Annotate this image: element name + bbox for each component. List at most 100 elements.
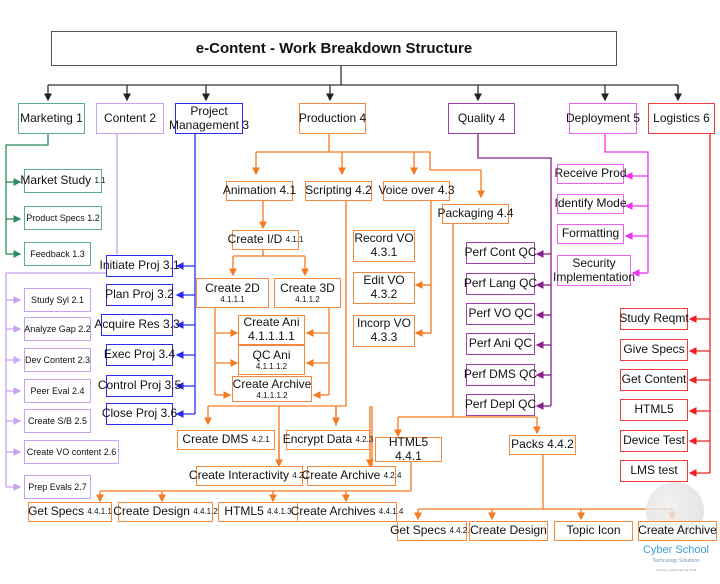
label: Perf Lang QC <box>463 276 538 291</box>
node-analyze-gap[interactable]: Analyze Gap 2.2 <box>24 317 91 341</box>
node-give-specs[interactable]: Give Specs <box>620 339 688 361</box>
label: Marketing 1 <box>20 110 83 125</box>
node-receive-prod[interactable]: Receive Prod <box>554 164 627 184</box>
label: Management 3 <box>168 117 250 132</box>
node-perf-depl-qc[interactable]: Perf Depl QC <box>465 394 536 416</box>
label: Product Specs 1.2 <box>26 212 100 223</box>
code: 4.1.1 <box>285 235 304 245</box>
node-study-reqmt[interactable]: Study Reqmt <box>619 308 689 330</box>
code: 4.1.1.1 <box>220 295 245 305</box>
node-product-specs[interactable]: Product Specs 1.2 <box>24 206 102 230</box>
node-get-specs-4411[interactable]: Get Specs 4.4.1.1 <box>28 502 112 522</box>
node-perf-ani-qc[interactable]: Perf Ani QC <box>466 333 535 355</box>
label: Logistics 6 <box>653 110 710 125</box>
logo-name: Cyber School <box>642 544 710 556</box>
node-packs[interactable]: Packs 4.4.2 <box>509 435 576 455</box>
node-perf-lang-qc[interactable]: Perf Lang QC <box>463 273 538 295</box>
node-create-vo-content[interactable]: Create VO content 2.6 <box>24 440 119 464</box>
production-connectors <box>100 134 676 519</box>
node-create-id[interactable]: Create I/D 4.1.1 <box>228 230 303 250</box>
node-voice-over[interactable]: Voice over 4.3 <box>378 181 455 201</box>
code: 4.2.4 <box>383 471 402 481</box>
node-exec-proj[interactable]: Exec Proj 3.4 <box>104 344 175 366</box>
node-production[interactable]: Production 4 <box>299 103 366 134</box>
node-initiate-proj[interactable]: Initiate Proj 3.1 <box>99 255 180 277</box>
node-logistics[interactable]: Logistics 6 <box>648 103 715 134</box>
node-encrypt-data[interactable]: Encrypt Data 4.2.3 <box>283 430 373 450</box>
node-create-archives-4414[interactable]: Create Archives 4.4.1.4 <box>291 502 403 522</box>
node-get-specs-4421[interactable]: Get Specs 4.4.2.1 <box>390 521 474 541</box>
logo-slogan: serving a digital learning world <box>655 568 697 572</box>
node-device-test[interactable]: Device Test <box>620 430 688 452</box>
node-create-interactivity[interactable]: Create Interactivity 4.2.2 <box>189 466 310 486</box>
node-create-archive-packs[interactable]: Create Archive <box>638 521 717 541</box>
node-animation[interactable]: Animation 4.1 <box>223 181 296 201</box>
label: Create 2D <box>205 280 260 295</box>
project-connectors <box>175 134 196 418</box>
code: 1.1 <box>94 176 106 186</box>
label: Perf VO QC <box>468 306 533 321</box>
node-perf-cont-qc[interactable]: Perf Cont QC <box>464 242 537 264</box>
node-formatting[interactable]: Formatting <box>557 224 624 244</box>
label: Create Archive <box>232 376 312 391</box>
label: Project <box>190 103 228 118</box>
label: Initiate Proj 3.1 <box>99 258 180 273</box>
code: 4.1.1.1.1 <box>248 329 295 343</box>
node-close-proj[interactable]: Close Proj 3.6 <box>102 403 177 425</box>
node-scripting[interactable]: Scripting 4.2 <box>305 181 372 201</box>
node-feedback[interactable]: Feedback 1.3 <box>24 242 91 266</box>
label: Packaging 4.4 <box>437 206 514 221</box>
node-create-sb[interactable]: Create S/B 2.5 <box>24 409 91 433</box>
node-acquire-res[interactable]: Acquire Res 3.3 <box>94 314 180 336</box>
node-html5-4413[interactable]: HTML5 4.4.1.3 <box>218 502 298 522</box>
node-create-design-4412[interactable]: Create Design 4.4.1.2 <box>113 502 218 522</box>
label: Incorp VO <box>356 316 412 331</box>
node-peer-eval[interactable]: Peer Eval 2.4 <box>24 379 91 403</box>
node-quality[interactable]: Quality 4 <box>448 103 515 134</box>
node-prep-evals[interactable]: Prep Evals 2.7 <box>24 475 91 499</box>
node-html5-logistics[interactable]: HTML5 <box>620 399 688 421</box>
label: Feedback 1.3 <box>30 248 85 259</box>
node-topic-icon[interactable]: Topic Icon <box>554 521 633 541</box>
node-deployment[interactable]: Deployment 5 <box>565 103 641 134</box>
root-connectors <box>44 65 682 102</box>
node-create-dms[interactable]: Create DMS 4.2.1 <box>177 430 275 450</box>
label: Deployment 5 <box>565 110 641 125</box>
node-content[interactable]: Content 2 <box>96 103 164 134</box>
label: Packs 4.4.2 <box>511 437 574 452</box>
node-dev-content[interactable]: Dev Content 2.3 <box>24 348 91 372</box>
node-market-study[interactable]: Market Study 1.1 <box>20 169 106 193</box>
label: HTML5 <box>224 504 264 519</box>
node-marketing[interactable]: Marketing 1 <box>18 103 85 134</box>
node-perf-dms-qc[interactable]: Perf DMS QC <box>464 364 537 386</box>
node-get-content[interactable]: Get Content <box>620 369 688 391</box>
node-plan-proj[interactable]: Plan Proj 3.2 <box>105 284 174 306</box>
node-control-proj[interactable]: Control Proj 3.5 <box>98 375 181 397</box>
label: Create Ani <box>243 315 300 330</box>
label: Perf Ani QC <box>468 336 533 351</box>
node-study-syl[interactable]: Study Syl 2.1 <box>24 288 91 312</box>
node-packaging[interactable]: Packaging 4.4 <box>437 204 514 224</box>
node-lms-test[interactable]: LMS test <box>620 460 688 482</box>
node-perf-vo-qc[interactable]: Perf VO QC <box>466 303 535 325</box>
label: Dev Content 2.3 <box>24 354 91 365</box>
label: Production 4 <box>298 110 367 125</box>
label: Security <box>572 255 616 270</box>
node-create-design-packs[interactable]: Create Design <box>469 521 548 541</box>
root-node[interactable]: e-Content - Work Breakdown Structure <box>51 31 617 66</box>
node-identify-mode[interactable]: Identify Mode <box>554 194 627 214</box>
node-create-archive-script[interactable]: Create Archive 4.2.4 <box>302 466 401 486</box>
label: Scripting 4.2 <box>305 183 372 198</box>
